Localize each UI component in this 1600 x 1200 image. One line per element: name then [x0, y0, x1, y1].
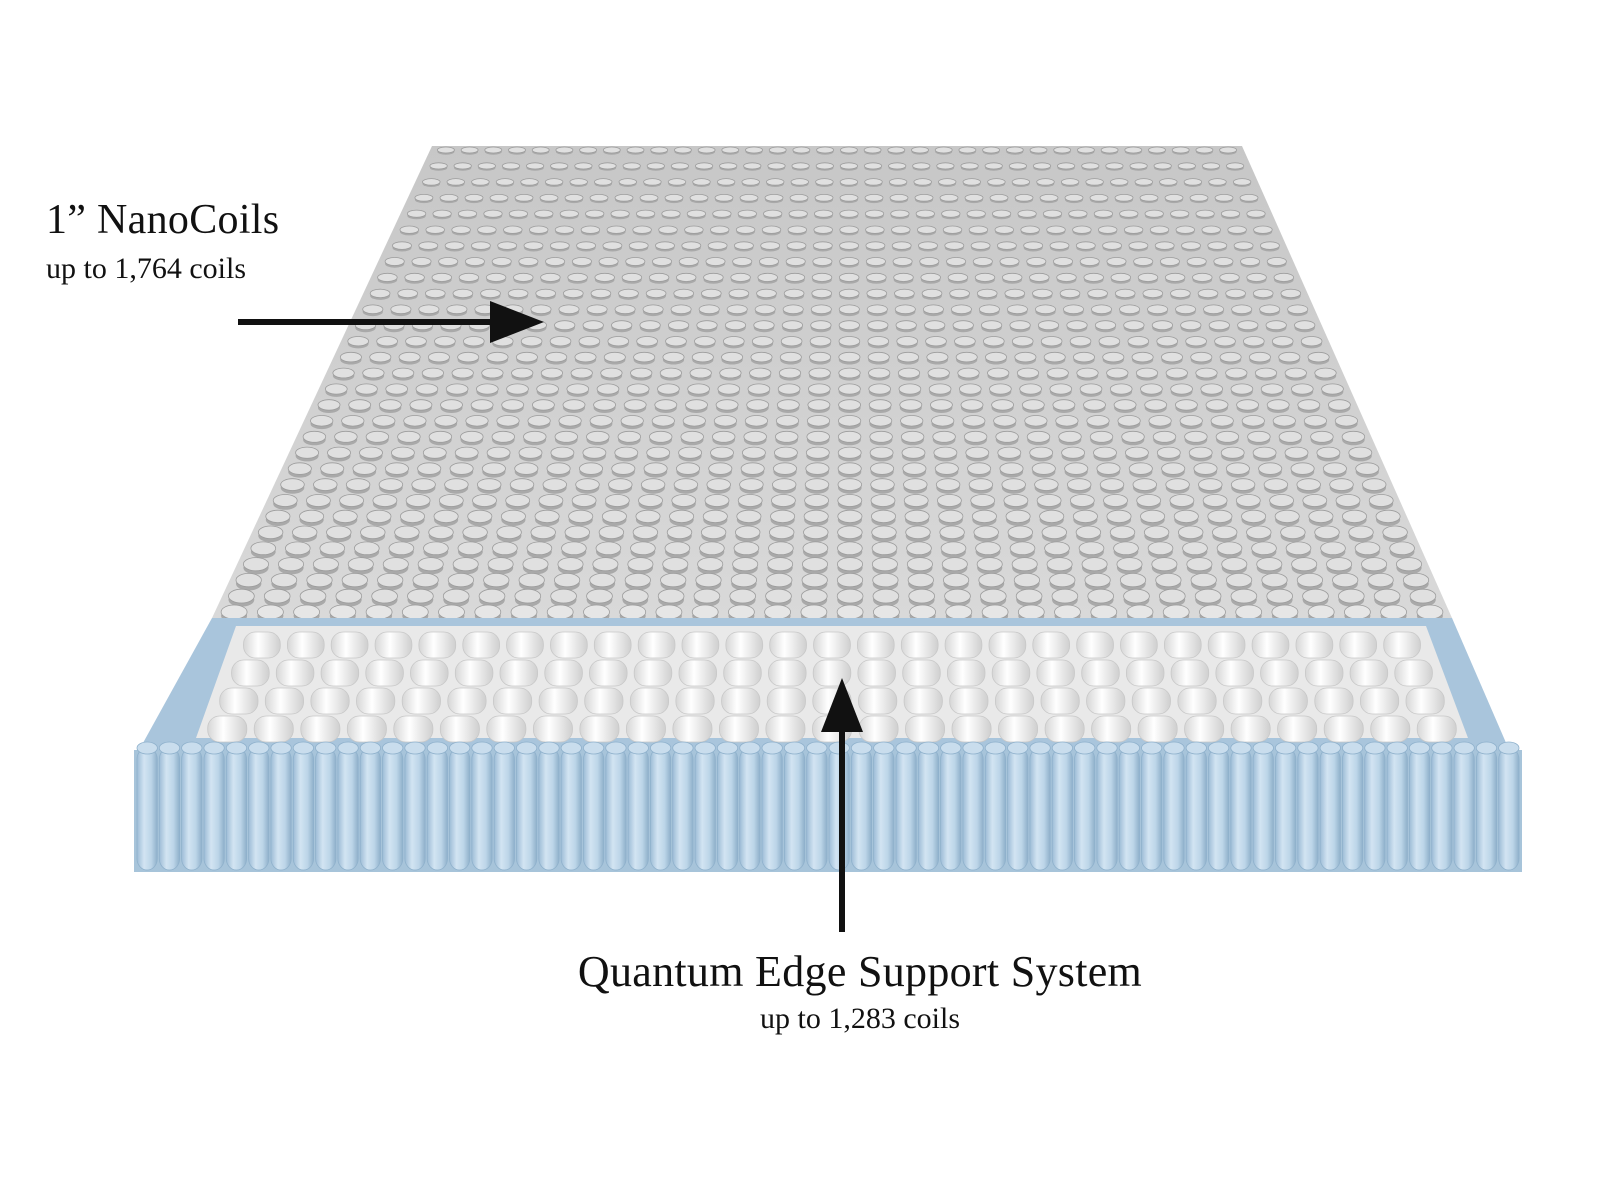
nanocoils-title: 1” NanoCoils: [46, 196, 279, 244]
edge-support-title: Quantum Edge Support System: [0, 946, 1600, 997]
nanocoils-coil-count: up to 1,764 coils: [46, 252, 246, 286]
edge-support-coil-count: up to 1,283 coils: [0, 1002, 1600, 1036]
